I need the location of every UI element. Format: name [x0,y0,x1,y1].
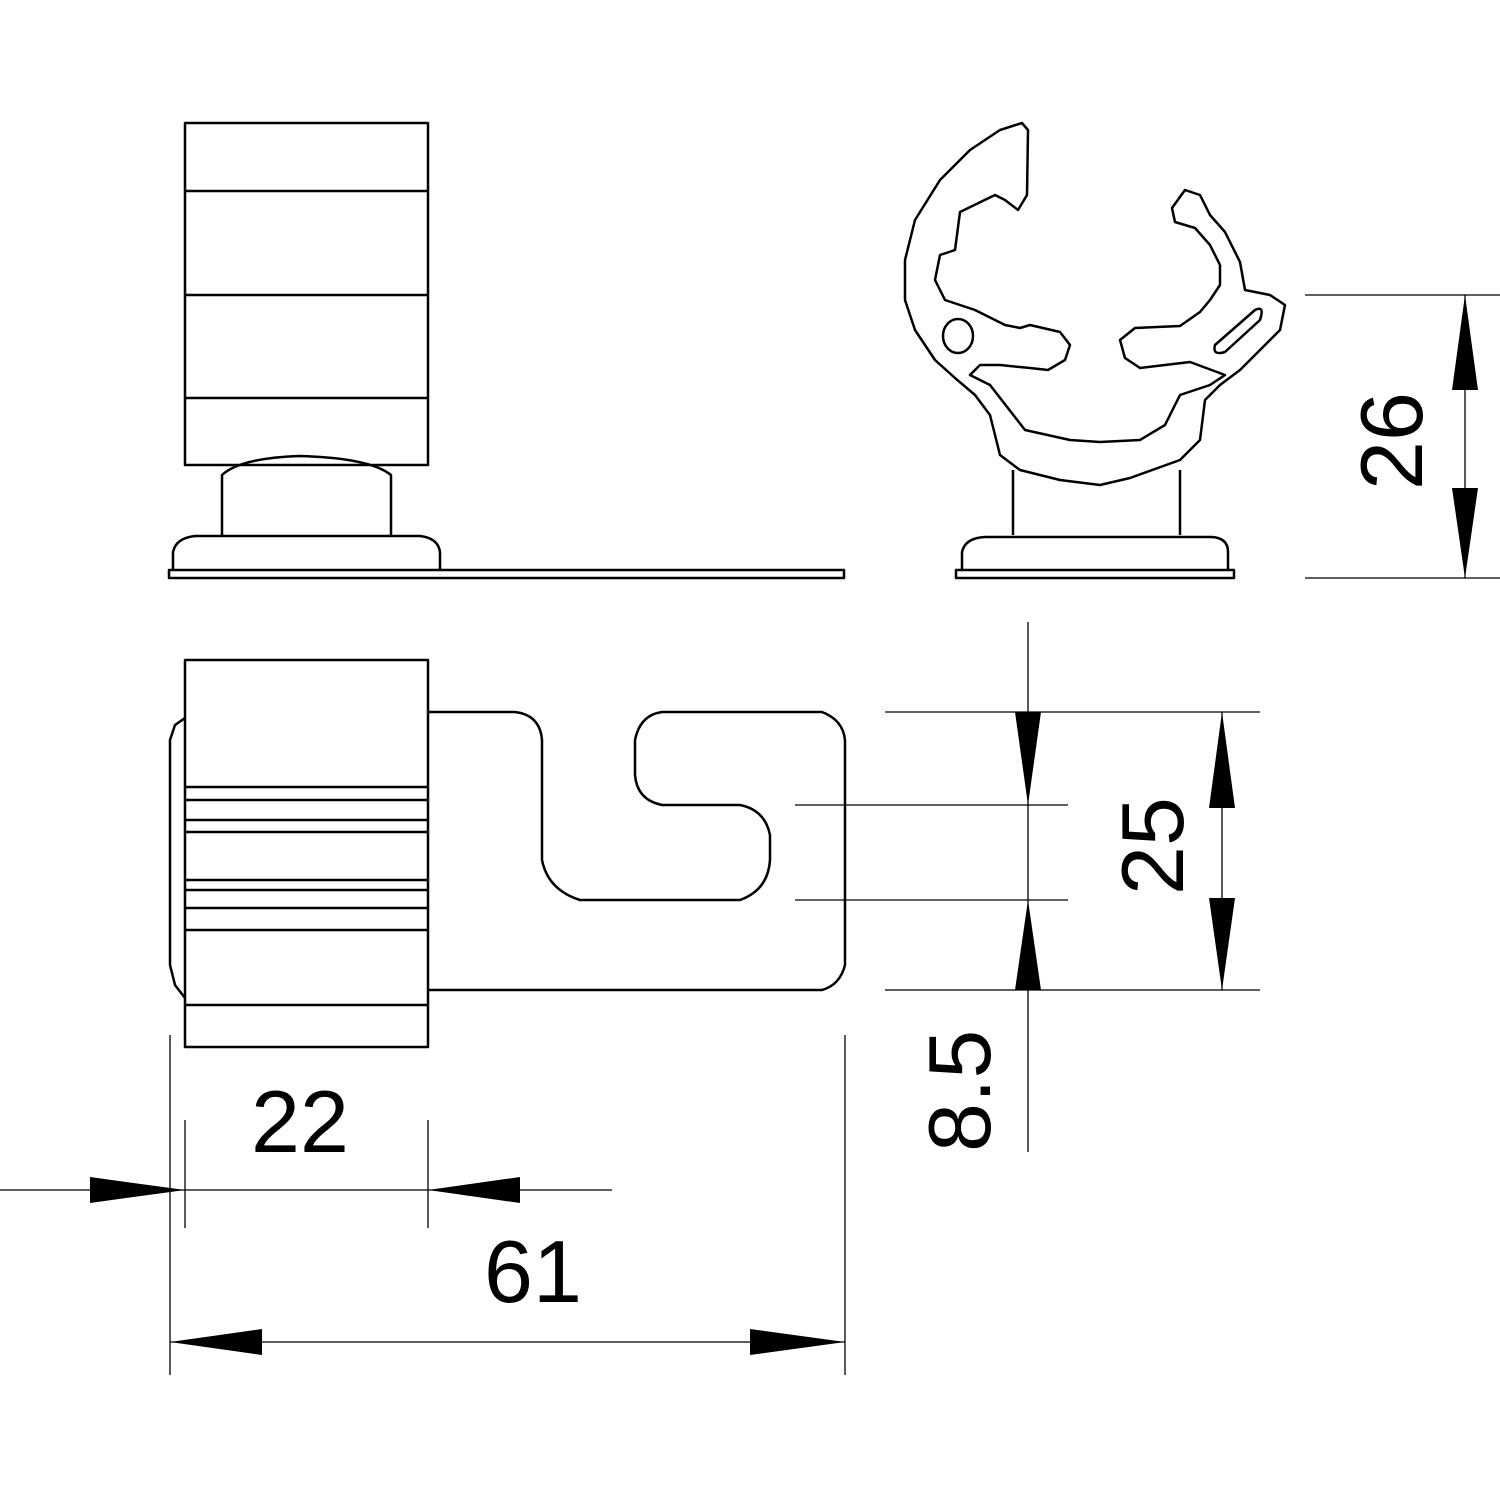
end-view [903,121,1287,580]
side-view [167,121,846,580]
dimension-label-61: 61 [484,1222,582,1321]
dimension-label-8-5: 8.5 [910,1030,1009,1152]
dimension-25: 25 [885,711,1260,991]
plan-view [168,658,847,1049]
dimension-26: 26 [1305,294,1500,579]
dimension-8-5: 8.5 [795,622,1068,1152]
dimension-label-26: 26 [1342,392,1441,490]
dimension-label-25: 25 [1103,797,1202,895]
dimension-61: 61 [169,1035,846,1375]
dimension-label-22: 22 [251,1072,349,1171]
dimension-22: 22 [0,1072,612,1228]
